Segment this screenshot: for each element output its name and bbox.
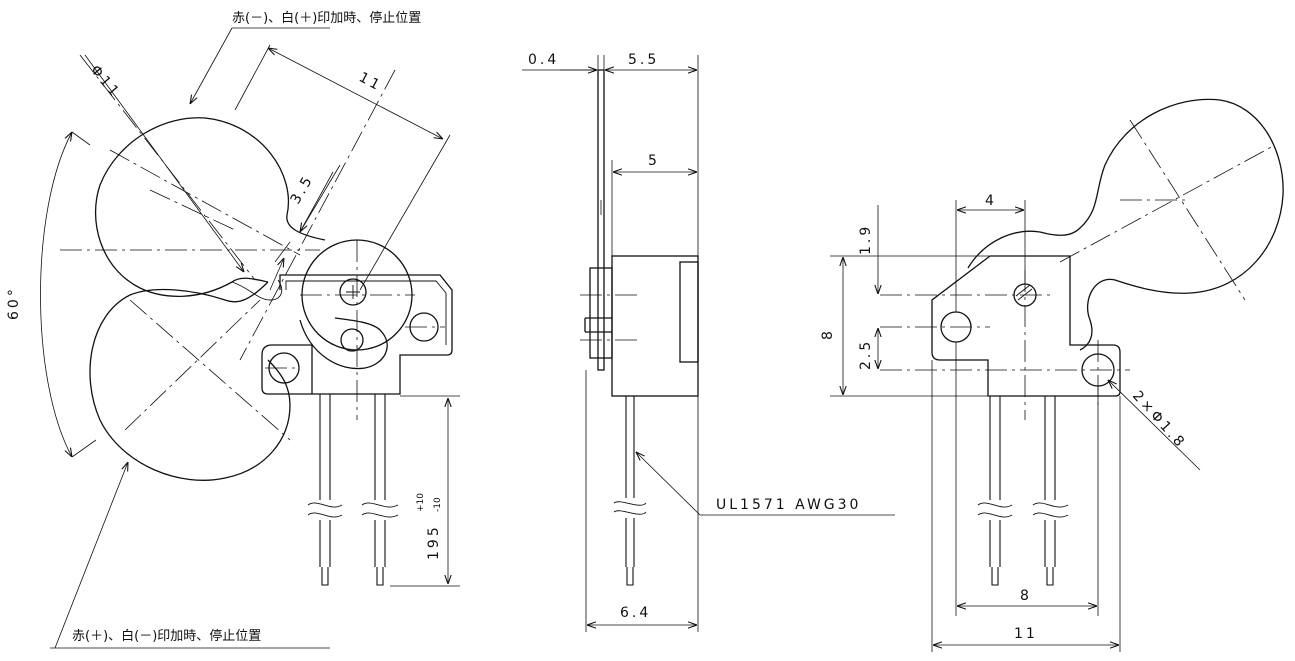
top-note: 赤(－)、白(＋)印加時、停止位置 <box>232 10 421 26</box>
rear-dim-holes: 2×Φ1.8 <box>1129 388 1189 452</box>
side-plate <box>597 69 605 371</box>
lower-flap-outline <box>89 281 291 481</box>
svg-text:+10: +10 <box>416 493 426 512</box>
front-dim-length: 11 <box>356 69 385 94</box>
rear-dim-8-horizontal: 8 <box>1020 588 1032 604</box>
housing-plate <box>261 274 453 395</box>
rear-dim-8-vertical: 8 <box>820 328 836 340</box>
rear-view: 4 8 1.9 2.5 2×Φ1.8 8 11 <box>820 98 1284 652</box>
wire-spec: UL1571 AWG30 <box>716 497 861 513</box>
rear-dim-11-horizontal: 11 <box>1014 626 1038 642</box>
front-dim-angle: 60° <box>6 286 22 320</box>
side-cap <box>679 261 699 363</box>
side-dim-body: 5 <box>648 153 660 169</box>
svg-text:-10: -10 <box>433 497 443 512</box>
front-dim-width: 3.5 <box>288 172 317 207</box>
front-lead-wires <box>319 394 386 586</box>
rear-lead-wires <box>989 396 1056 586</box>
side-dim-bottom: 6.4 <box>620 605 651 621</box>
housing-inner-edge <box>285 280 447 345</box>
side-view: 0.4 5.5 5 6.4 UL1571 AWG30 <box>522 52 895 632</box>
rear-dim-2-5: 2.5 <box>858 339 874 370</box>
hole-pin <box>340 328 364 352</box>
screw-head <box>339 278 367 306</box>
upper-flap-outline <box>94 117 326 297</box>
front-view: 195 +10 -10 Φ11 11 3.5 60° 赤(－)、白(＋)印加時、… <box>6 10 460 649</box>
crank-slot <box>299 317 388 370</box>
side-lead-wire <box>625 396 635 586</box>
bottom-note: 赤(＋)、白(－)印加時、停止位置 <box>72 628 261 644</box>
rear-dim-4: 4 <box>985 193 997 209</box>
front-dim-wire-length: 195 <box>426 524 442 560</box>
rear-housing <box>931 255 1121 397</box>
flap-neck <box>231 279 283 301</box>
front-dim-dia: Φ11 <box>87 62 124 101</box>
side-dim-total: 5.5 <box>628 52 659 68</box>
rear-dim-1-9: 1.9 <box>858 224 874 255</box>
side-body <box>611 255 699 397</box>
rear-flap-outline <box>967 98 1284 351</box>
side-dim-plate: 0.4 <box>528 52 559 68</box>
